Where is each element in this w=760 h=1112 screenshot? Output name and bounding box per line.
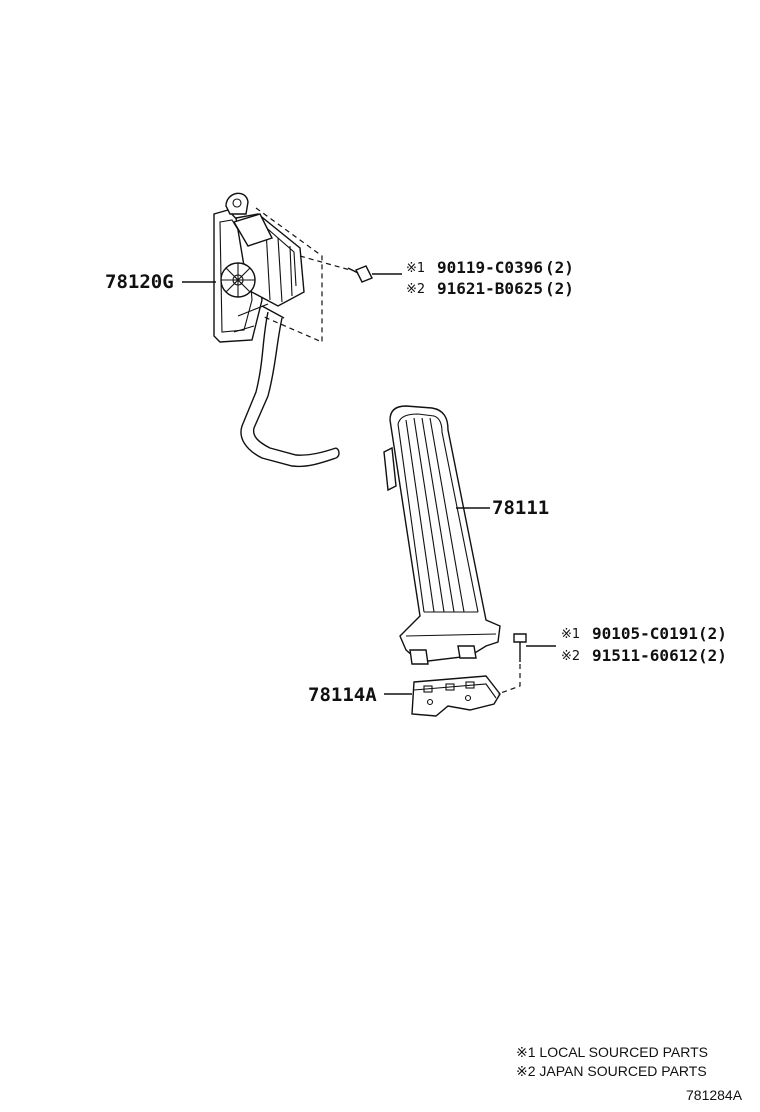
mark-upper-2: ※2 — [406, 282, 425, 297]
part-label-sensor: 78120G — [105, 271, 174, 293]
fastener-number-upper-2: 91621-B0625 — [437, 279, 543, 298]
part-label-bracket: 78114A — [308, 684, 377, 706]
mark-upper-1: ※1 — [406, 261, 425, 276]
mark-lower-2: ※2 — [561, 649, 580, 664]
diagram-code: 781284A — [686, 1087, 743, 1103]
fastener-qty-upper-2: (2) — [545, 279, 574, 298]
pedal-bracket — [384, 633, 556, 717]
fastener-number-lower-2: 91511-60612 — [592, 646, 698, 665]
fastener-number-lower-1: 90105-C0191 — [592, 624, 698, 643]
part-label-pedal: 78111 — [492, 497, 549, 519]
fastener-qty-upper-1: (2) — [545, 258, 574, 277]
accelerator-sensor-assembly — [213, 192, 402, 468]
legend-japan-sourced: ※2 JAPAN SOURCED PARTS — [516, 1063, 707, 1079]
fastener-qty-lower-2: (2) — [698, 646, 727, 665]
mark-lower-1: ※1 — [561, 627, 580, 642]
accelerator-pedal — [383, 405, 501, 665]
legend-local-sourced: ※1 LOCAL SOURCED PARTS — [516, 1044, 708, 1060]
fastener-number-upper-1: 90119-C0396 — [437, 258, 543, 277]
fastener-qty-lower-1: (2) — [698, 624, 727, 643]
